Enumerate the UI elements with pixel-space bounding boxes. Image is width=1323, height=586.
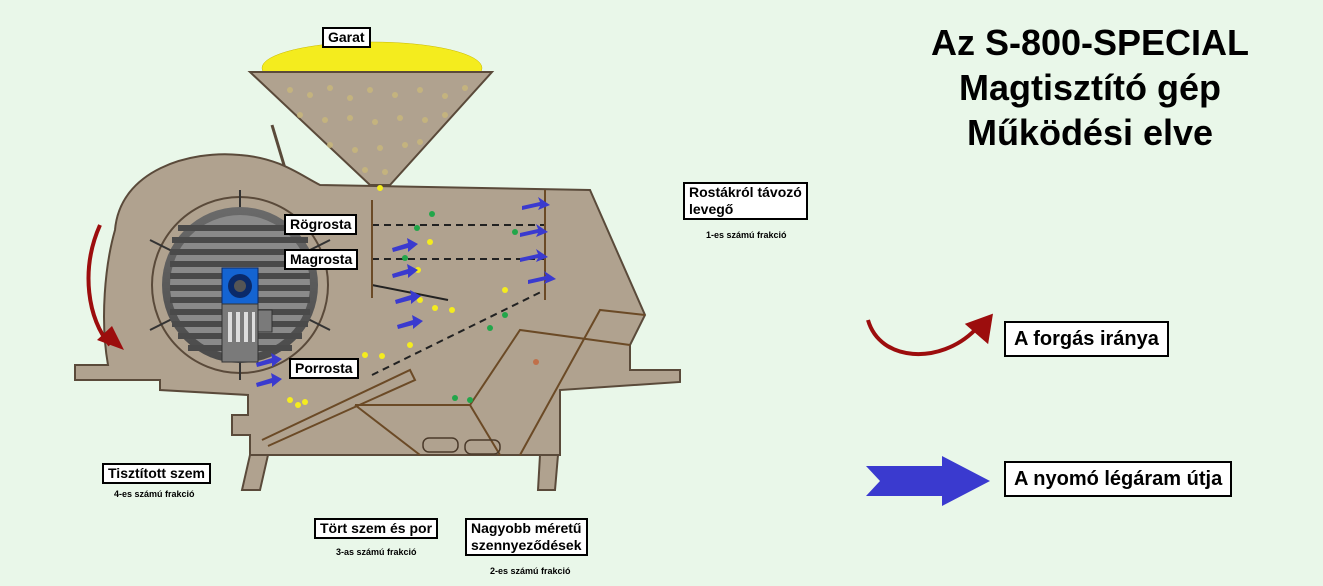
green-particles bbox=[402, 211, 518, 403]
label-air-exit: Rostákról távozó levegő bbox=[683, 182, 808, 220]
right-leg bbox=[536, 454, 560, 491]
label-air-exit-line-1: Rostákról távozó bbox=[689, 184, 802, 200]
note-fraction-2: 2-es számú frakció bbox=[490, 566, 571, 576]
curved-arrow-icon bbox=[866, 313, 993, 357]
label-impurities: Nagyobb méretű szennyeződések bbox=[465, 518, 588, 556]
grain-particles bbox=[287, 185, 508, 408]
legend-airflow: A nyomó légáram útja bbox=[1004, 461, 1233, 497]
note-fraction-3: 3-as számú frakció bbox=[336, 547, 417, 557]
label-broken: Tört szem és por bbox=[314, 518, 439, 539]
label-magrosta: Magrosta bbox=[284, 249, 359, 270]
rotation-arrowhead bbox=[97, 326, 124, 350]
label-impurities-line-2: szennyeződések bbox=[471, 537, 582, 553]
diagram-title: Az S-800-SPECIAL Magtisztító gép Működés… bbox=[870, 20, 1310, 155]
title-line-2: Magtisztító gép bbox=[959, 67, 1221, 108]
label-rogrosta: Rögrosta bbox=[284, 214, 358, 235]
label-impurities-line-1: Nagyobb méretű bbox=[471, 520, 582, 536]
label-garat: Garat bbox=[322, 27, 371, 48]
sieves bbox=[371, 224, 546, 376]
slot-2 bbox=[464, 439, 501, 455]
air-flow-arrows bbox=[256, 197, 556, 387]
label-clean-grain: Tisztított szem bbox=[102, 463, 211, 484]
label-air-exit-line-2: levegő bbox=[689, 201, 734, 217]
block-arrow-icon bbox=[866, 456, 990, 506]
title-line-3: Működési elve bbox=[966, 112, 1214, 153]
chute-walls bbox=[261, 190, 646, 456]
note-fraction-4: 4-es számú frakció bbox=[114, 489, 195, 499]
note-fraction-1: 1-es számú frakció bbox=[706, 230, 787, 240]
legend-rotation: A forgás iránya bbox=[1004, 321, 1169, 357]
hopper-grain bbox=[287, 85, 468, 175]
brown-particle bbox=[533, 359, 539, 365]
slot-1 bbox=[422, 437, 459, 453]
left-leg bbox=[240, 454, 270, 491]
motor-icon bbox=[221, 267, 273, 363]
label-porrosta: Porrosta bbox=[289, 358, 359, 379]
title-line-1: Az S-800-SPECIAL bbox=[930, 22, 1250, 63]
